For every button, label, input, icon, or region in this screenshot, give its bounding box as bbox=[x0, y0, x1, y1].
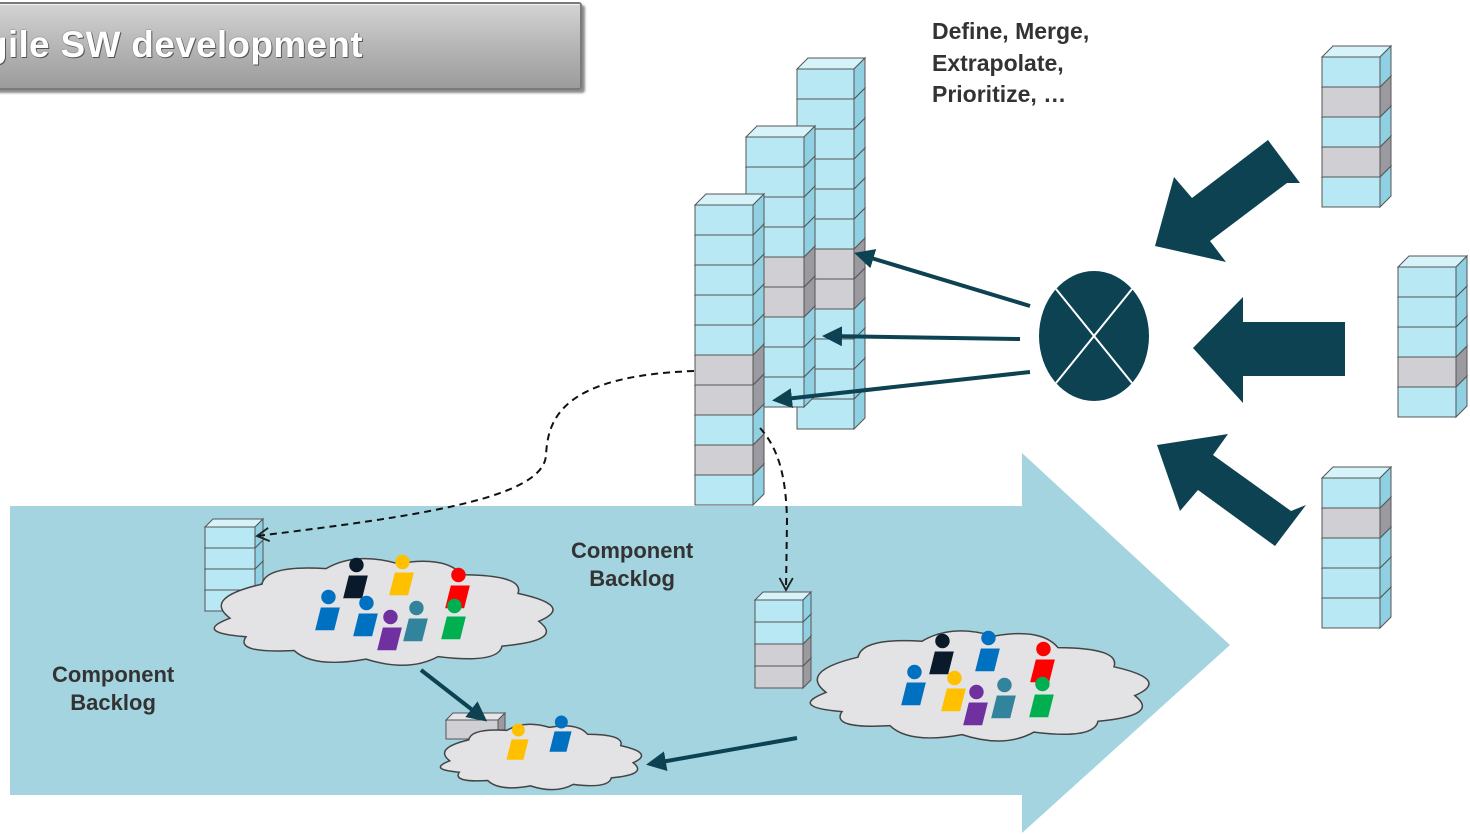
person-icon bbox=[506, 723, 529, 760]
dashed-link-down bbox=[759, 427, 794, 592]
page-title: gile SW development bbox=[0, 24, 363, 65]
merge-circle-icon bbox=[1039, 271, 1149, 401]
input-arrow-middle bbox=[1193, 297, 1345, 403]
component-backlog-label-lower: Component Backlog bbox=[52, 661, 174, 716]
backlog-stack bbox=[1396, 254, 1469, 419]
person-icon bbox=[315, 589, 340, 631]
person-icon bbox=[353, 595, 378, 637]
backlog-stack bbox=[753, 590, 813, 690]
backlog-item-icon bbox=[1396, 254, 1469, 299]
cloud-team-icon bbox=[213, 554, 554, 667]
backlog-item-icon bbox=[693, 192, 766, 237]
person-icon bbox=[389, 554, 414, 596]
person-icon bbox=[1030, 641, 1055, 683]
backlog-item-icon bbox=[744, 124, 817, 169]
person-icon bbox=[941, 670, 966, 712]
backlog-item-icon bbox=[693, 282, 766, 327]
label-line: Backlog bbox=[589, 565, 675, 591]
cloud-team-icon bbox=[439, 715, 643, 791]
process-step: Extrapolate, bbox=[932, 49, 1064, 76]
cloud-arrow-down bbox=[419, 668, 488, 722]
input-arrow-top bbox=[1155, 140, 1300, 262]
backlog-item-icon bbox=[1320, 44, 1393, 89]
backlog-stack bbox=[693, 192, 766, 507]
backlog-item-icon bbox=[753, 590, 813, 624]
person-icon bbox=[1029, 676, 1054, 718]
merge-arrow-1 bbox=[854, 249, 1031, 308]
backlog-stack bbox=[1320, 44, 1393, 209]
person-icon bbox=[991, 677, 1016, 719]
backlog-item-icon bbox=[1320, 465, 1393, 510]
person-icon bbox=[549, 715, 572, 752]
input-arrow-bottom bbox=[1157, 434, 1306, 546]
backlog-item-icon bbox=[795, 56, 867, 101]
process-step: Prioritize, … bbox=[932, 81, 1067, 108]
component-backlog-label-upper: Component Backlog bbox=[571, 537, 693, 592]
merge-arrow-3 bbox=[772, 370, 1031, 409]
person-icon bbox=[377, 609, 402, 651]
merge-arrow-2 bbox=[822, 326, 1021, 347]
person-icon bbox=[975, 630, 1000, 672]
cloud-team-icon bbox=[809, 630, 1150, 742]
label-line: Backlog bbox=[70, 689, 156, 715]
label-line: Component bbox=[571, 538, 694, 563]
person-icon bbox=[403, 600, 428, 642]
process-steps-label: Define, Merge, Extrapolate, Prioritize, … bbox=[932, 16, 1089, 111]
dashed-link-left bbox=[255, 370, 695, 543]
process-step: Define, Merge, bbox=[932, 18, 1090, 44]
person-icon bbox=[343, 557, 368, 599]
backlog-stack bbox=[1320, 465, 1393, 630]
backlog-item-icon bbox=[203, 517, 265, 550]
person-icon bbox=[963, 684, 988, 726]
person-icon bbox=[929, 633, 954, 675]
title-banner: gile SW development bbox=[0, 2, 582, 90]
label-line: Component bbox=[52, 662, 175, 687]
person-icon bbox=[901, 664, 926, 706]
cloud-arrow-left bbox=[646, 736, 798, 772]
person-icon bbox=[441, 598, 466, 640]
